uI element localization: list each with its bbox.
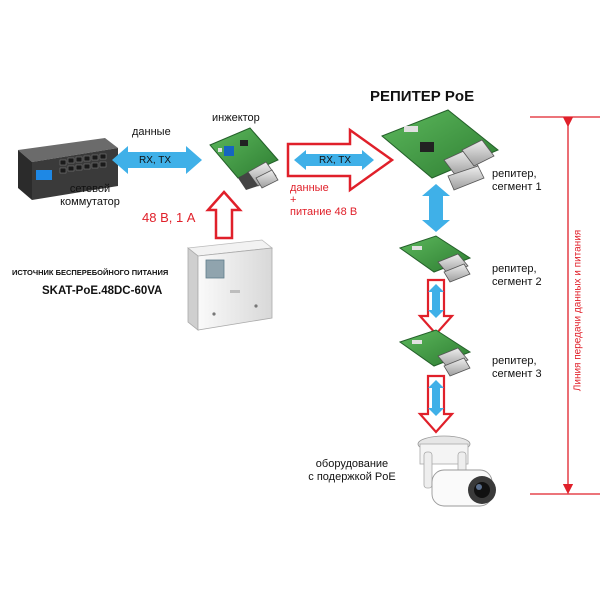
data-power-arrow (286, 127, 395, 193)
repeater-board-3 (398, 329, 472, 377)
segment-arrow-1 (422, 184, 450, 232)
device-label-line2: с подержкой PoE (308, 471, 396, 483)
page-title: РЕПИТЕР PoE (370, 88, 475, 105)
rx-tx-label-left: RX, TX (139, 155, 172, 166)
device-label-line1: оборудование (315, 458, 389, 470)
ups-box (186, 239, 274, 331)
injector-board (209, 127, 279, 190)
power-arrow-up (205, 190, 243, 240)
repeater-board-2 (398, 235, 472, 283)
ups-caption: ИСТОЧНИК БЕСПЕРЕБОЙНОГО ПИТАНИЯ (12, 268, 169, 277)
injector-label: инжектор (212, 112, 260, 124)
rx-tx-label-right: RX, TX (319, 155, 352, 166)
repeater3-label-line2: сегмент 3 (492, 368, 542, 380)
data-power-label-line2: + (290, 194, 297, 206)
data-power-label-line1: данные (290, 182, 329, 194)
repeater1-label-line1: репитер, (492, 168, 537, 180)
segment-arrow-3 (417, 374, 455, 434)
switch-label-line1: сетевой (69, 183, 111, 195)
transmission-line-label: Линия передачи данных и питания (572, 229, 584, 392)
repeater3-label-line1: репитер, (492, 355, 537, 367)
repeater1-label-line2: сегмент 1 (492, 181, 542, 193)
power-label: 48 В, 1 А (142, 210, 196, 225)
switch-label-line2: коммутатор (60, 196, 120, 208)
ptz-camera (417, 435, 496, 507)
ups-model: SKAT-PoE.48DC-60VA (42, 285, 163, 297)
data-power-label-line3: питание 48 В (290, 206, 358, 218)
rx-tx-arrow-left (112, 146, 202, 174)
transmission-line-marker (530, 116, 600, 495)
segment-arrow-2 (417, 278, 455, 336)
data-label-left: данные (132, 126, 171, 138)
repeater2-label-line1: репитер, (492, 263, 537, 275)
network-switch (18, 138, 118, 200)
repeater2-label-line2: сегмент 2 (492, 276, 542, 288)
repeater-board-top (381, 109, 499, 191)
